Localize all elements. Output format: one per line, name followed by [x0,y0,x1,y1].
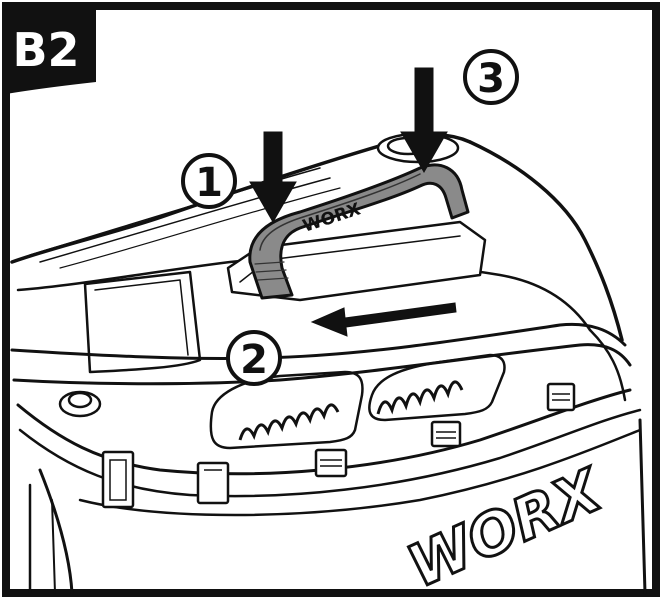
step-marker-2: 2 [226,330,282,386]
step-number-2: 2 [240,337,268,383]
carry-handle [226,163,487,302]
latch-clip [546,382,576,412]
latch-clip [196,461,230,505]
figure-badge: B2 [6,6,96,94]
step-number-1: 1 [195,160,223,206]
vent-grille-right [368,353,506,422]
step-marker-3: 3 [463,49,519,105]
arrow-down-step-3 [400,67,448,174]
figure-badge-label: B2 [12,23,79,77]
arrow-left-step-2 [310,302,457,337]
latch-clips [101,382,576,509]
arrow-down-step-1 [249,131,297,224]
latch-clip [430,420,462,448]
step-number-3: 3 [477,56,505,102]
screw-boss [58,390,102,418]
latch-clip [314,448,348,478]
step-marker-1: 1 [181,153,237,209]
